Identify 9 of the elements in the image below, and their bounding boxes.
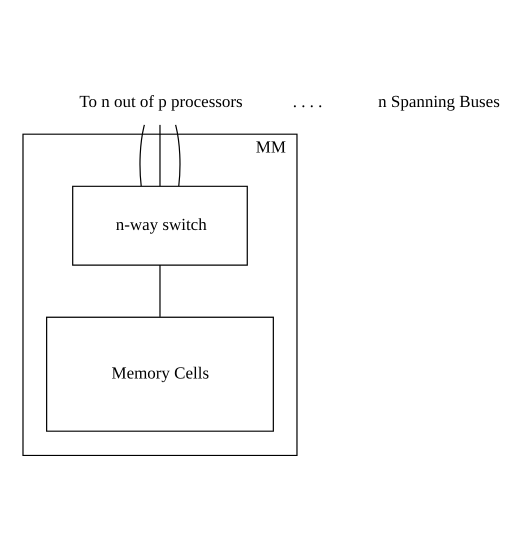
connector	[159, 265, 161, 317]
connector	[159, 124, 161, 186]
connector	[139, 124, 145, 186]
label: n Spanning Buses	[378, 92, 500, 112]
connector	[175, 124, 181, 186]
label: . . . .	[292, 92, 322, 112]
node-box: Memory Cells	[46, 316, 274, 432]
node-text: To n out of p processors	[79, 92, 243, 112]
node-box: n-way switch	[72, 186, 248, 266]
